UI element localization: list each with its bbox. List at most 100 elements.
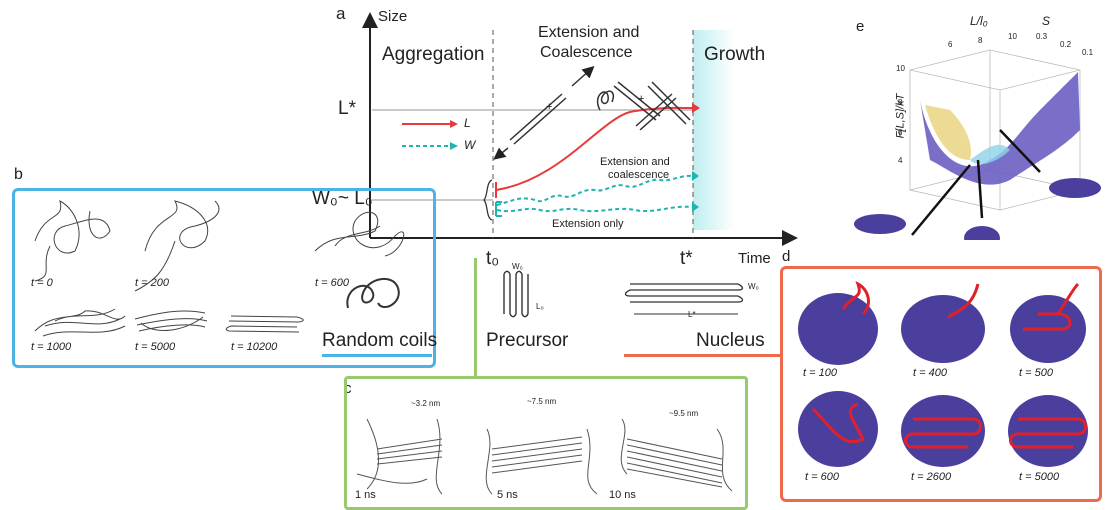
s-tick-0-1: 0.1 — [1082, 48, 1094, 57]
chain-left — [854, 214, 906, 234]
nucleus-underline — [624, 354, 780, 357]
l-axis-label: L/l₀ — [970, 14, 988, 28]
s-tick-0-2: 0.2 — [1060, 40, 1072, 49]
cluster-t5000 — [1008, 395, 1088, 467]
s-axis-label: S — [1042, 14, 1051, 28]
energy-surface-high — [925, 105, 971, 160]
curly-brace — [483, 179, 493, 221]
svg-text:+: + — [546, 101, 552, 113]
panel-d-clusters — [798, 281, 1088, 467]
coil-t0 — [34, 200, 111, 282]
ann-ext-coal-1: Extension and — [600, 156, 670, 168]
phase-growth: Growth — [704, 44, 766, 65]
w-start-bracket — [495, 201, 502, 217]
panel-c: 1 ns 5 ns 10 ns ~3.2 nm ~7.5 nm ~9.5 nm — [344, 376, 748, 510]
z-tick-10: 10 — [896, 64, 905, 73]
coil-t10200 — [225, 315, 304, 333]
coil-t200 — [134, 200, 220, 292]
coil-t5000 — [134, 310, 208, 332]
legend-w-arrow — [450, 142, 458, 150]
fibril-10ns — [620, 418, 733, 492]
panel-c-letter: c — [344, 380, 352, 397]
panel-a-plot: + + — [362, 12, 798, 246]
random-coils-caption: Random coils — [322, 330, 438, 351]
l-curve-arrow — [692, 103, 700, 113]
panel-a: + + a Size Time Aggregation Extension an… — [300, 0, 800, 300]
time-1ns: 1 ns — [355, 489, 376, 501]
label-t500: t = 500 — [1019, 367, 1053, 379]
z-tick-6: 6 — [898, 128, 903, 137]
arrow-e-3 — [999, 129, 1041, 173]
cluster-t600 — [798, 391, 878, 467]
nucleus-lstar: L* — [688, 310, 696, 319]
arrow-e-2 — [976, 159, 984, 219]
panel-a-letter: a — [336, 4, 346, 23]
chain-right — [1049, 178, 1101, 198]
nucleus-icon — [624, 283, 744, 315]
extension-illustration — [493, 66, 691, 160]
growth-region — [693, 30, 735, 230]
width-7-5nm: ~7.5 nm — [527, 397, 557, 406]
chain-middle — [964, 226, 1000, 250]
phase-extension-line2: Coalescence — [540, 44, 633, 61]
w-curve-coalescence — [496, 174, 693, 206]
x-axis-label: Time — [738, 250, 771, 267]
time-10ns: 10 ns — [609, 489, 636, 501]
arrow-e-1 — [911, 164, 971, 236]
energy-surface — [920, 72, 1080, 185]
l-tick-10: 10 — [1008, 32, 1017, 41]
width-9-5nm: ~9.5 nm — [669, 409, 699, 418]
panel-b: t = 0 t = 200 t = 600 t = 1000 t = 5000 … — [12, 188, 436, 368]
precursor-connector — [474, 258, 477, 378]
label-t1000: t = 1000 — [31, 341, 72, 353]
precursor-w0: W₀ — [512, 262, 523, 271]
panel-e-surface — [854, 49, 1101, 250]
cluster-t400 — [901, 295, 985, 363]
label-t100: t = 100 — [803, 367, 837, 379]
l-star-label: L* — [338, 98, 356, 119]
panel-e: F[L,S]/kT L/l₀ S 6 8 10 0.3 0.2 0.1 10 8… — [850, 10, 1102, 250]
w-curve-extension — [496, 205, 693, 213]
energy-surface-min — [970, 144, 1010, 165]
phase-aggregation: Aggregation — [382, 44, 485, 65]
t0-label: t₀ — [486, 248, 500, 269]
w-arrow-1 — [692, 171, 699, 181]
svg-text:+: + — [638, 93, 644, 105]
label-t600: t = 600 — [805, 471, 839, 483]
legend-l-arrow — [450, 120, 458, 128]
z-tick-4: 4 — [898, 156, 903, 165]
coil-t1000 — [34, 308, 126, 337]
coil-t600 — [314, 211, 405, 257]
precursor-caption: Precursor — [486, 330, 569, 351]
nucleus-caption: Nucleus — [696, 330, 765, 351]
panel-b-letter: b — [14, 166, 23, 183]
panel-d-letter: d — [782, 248, 791, 265]
w0-l0-label: W₀~ L₀ — [312, 188, 373, 209]
panel-c-snapshots — [356, 418, 733, 495]
label-t5000: t = 5000 — [135, 341, 176, 353]
label-t5000: t = 5000 — [1019, 471, 1060, 483]
l-tick-6: 6 — [948, 40, 953, 49]
precursor-icon — [503, 270, 529, 318]
s-tick-0-3: 0.3 — [1036, 32, 1048, 41]
l-tick-8: 8 — [978, 36, 983, 45]
w-arrow-2 — [692, 202, 699, 212]
ann-ext-only: Extension only — [552, 218, 624, 230]
panel-d: t = 100 t = 400 t = 500 t = 600 t = 2600… — [780, 266, 1102, 502]
nucleus-w0: W₀ — [748, 282, 759, 291]
precursor-l0: L₀ — [536, 302, 544, 311]
z-tick-8: 8 — [898, 98, 903, 107]
phase-extension-line1: Extension and — [538, 24, 640, 41]
panel-b-coils — [34, 200, 405, 337]
time-5ns: 5 ns — [497, 489, 518, 501]
label-t2600: t = 2600 — [911, 471, 952, 483]
legend-w-label: W — [464, 138, 476, 152]
legend-l-label: L — [464, 116, 471, 130]
cluster-t100 — [798, 293, 878, 365]
cluster-t2600 — [901, 395, 985, 467]
label-t200: t = 200 — [135, 277, 169, 289]
width-3-2nm: ~3.2 nm — [411, 399, 441, 408]
label-t400: t = 400 — [913, 367, 947, 379]
fibril-5ns — [485, 428, 598, 495]
random-coil-icon — [346, 278, 400, 309]
